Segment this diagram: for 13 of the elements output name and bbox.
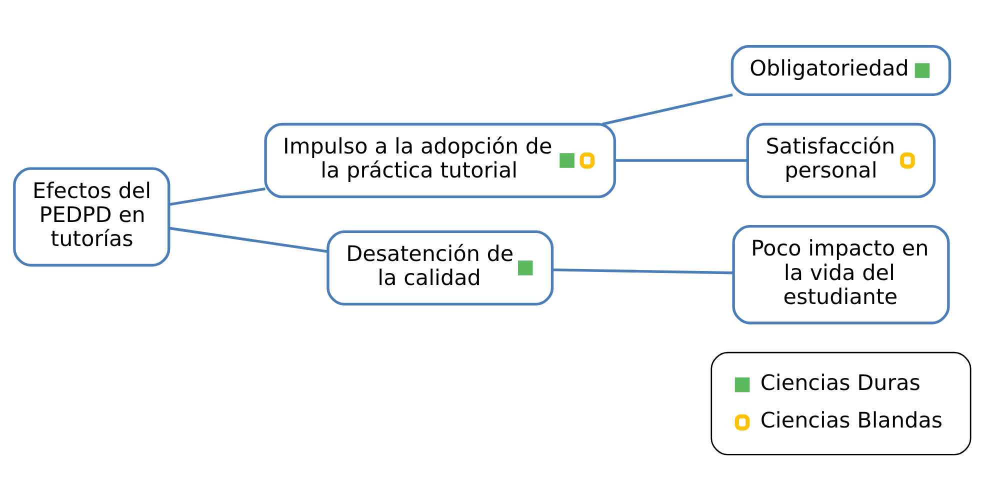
node-box: Poco impacto en la vida del estudiante [732, 224, 950, 324]
node-box: Efectos del PEDPD en tutorías [13, 167, 170, 267]
node-box: Impulso a la adopción de la práctica tutorial [264, 122, 616, 198]
node-box: Desatención de la calidad [326, 230, 554, 306]
connector [168, 188, 266, 206]
legend-label: Ciencias Duras [760, 370, 920, 396]
connector [552, 268, 734, 274]
connector [614, 159, 748, 162]
legend-label: Ciencias Blandas [760, 408, 943, 434]
connector [602, 93, 733, 126]
connector [168, 226, 328, 253]
node-box: Obligatoriedad [730, 45, 952, 96]
node-box: Satisfacción personal [746, 122, 936, 198]
